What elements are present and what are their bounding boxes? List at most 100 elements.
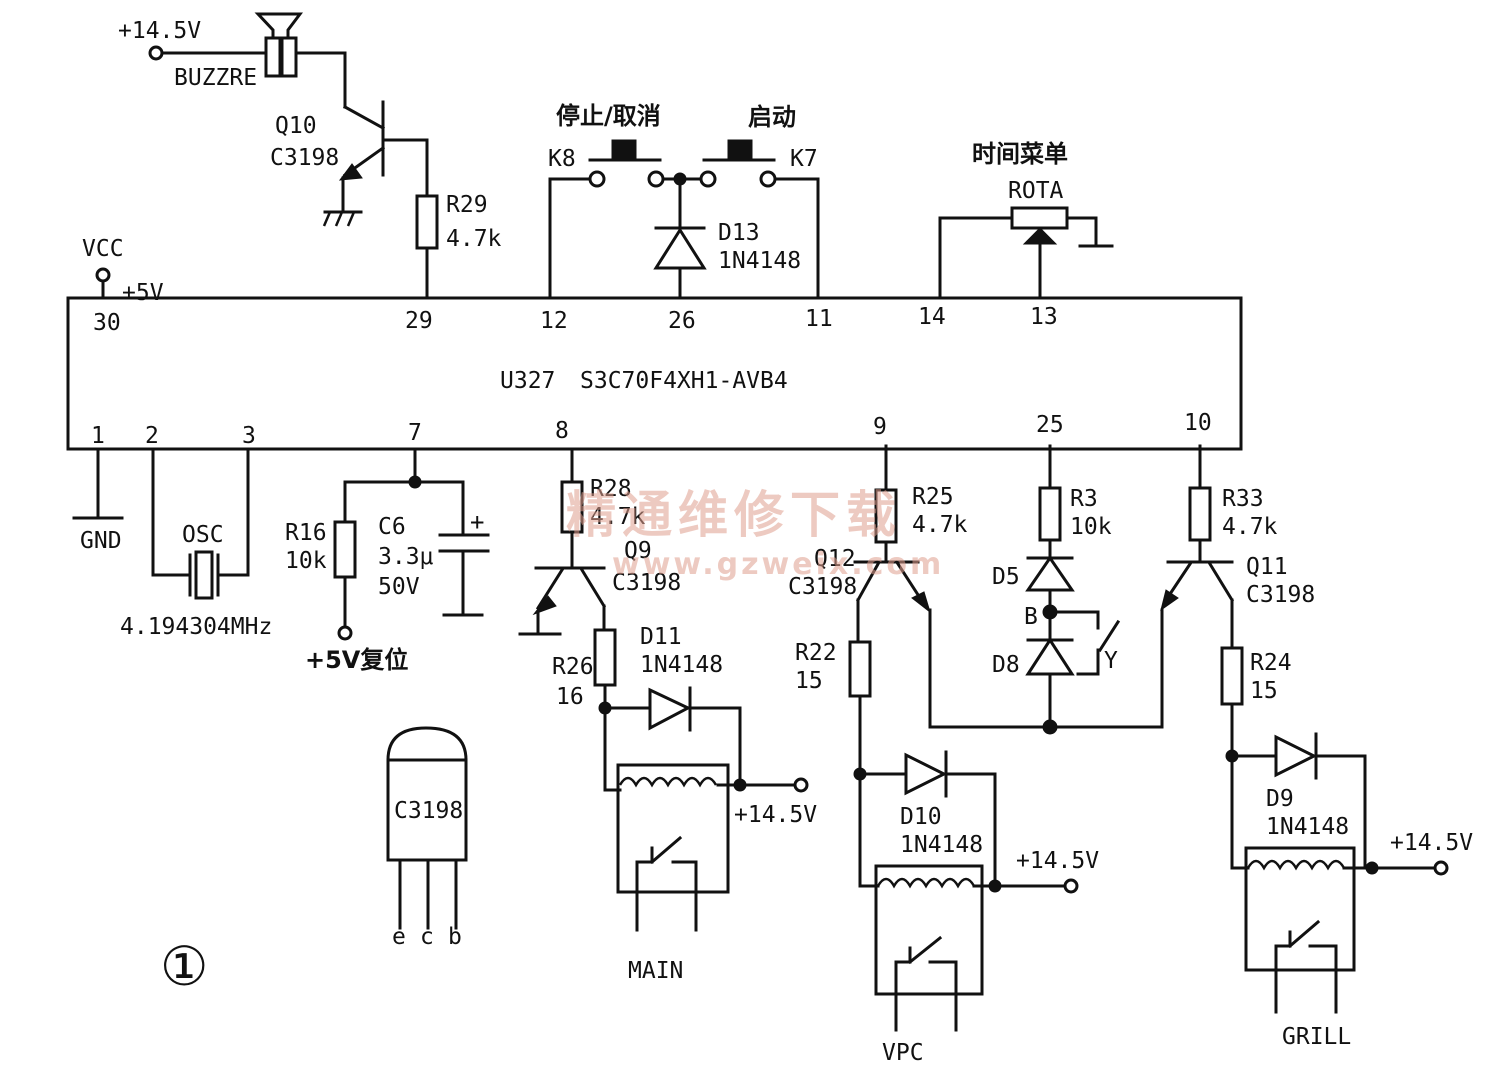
collector-pin-label: c	[420, 924, 434, 950]
rota-label: 时间菜单	[972, 140, 1068, 168]
d11-part: 1N4148	[640, 652, 723, 678]
watermark-chinese: 精通维修下载	[566, 485, 902, 544]
r26-ref: R26	[552, 654, 594, 680]
watermark-url: www.gzweix.com	[612, 547, 944, 582]
main-relay-driver: R28 4.7k Q9 C3198 R26 16 D11 1N4148 +1	[518, 447, 817, 984]
d9-ref: D9	[1266, 786, 1294, 812]
r3-value: 10k	[1070, 514, 1112, 540]
pin-3-label: 3	[242, 423, 256, 449]
ic-part-number: S3C70F4XH1-AVB4	[580, 368, 788, 394]
pin-11-label: 11	[805, 306, 833, 332]
gnd-connection: GND	[72, 447, 124, 554]
watermark: 精通维修下载 www.gzweix.com	[566, 485, 944, 582]
ic-u327: U327 S3C70F4XH1-AVB4 30 29 12 26 11 14 1…	[66, 296, 1243, 451]
c6-ref: C6	[378, 514, 406, 540]
r29-value: 4.7k	[446, 226, 502, 252]
pin-7-label: 7	[408, 420, 422, 446]
r22-value: 15	[795, 668, 823, 694]
pin-30-label: 30	[93, 310, 121, 336]
r22-ref: R22	[795, 640, 837, 666]
door-switch-circuit: R3 10k D5 B Y D8	[928, 444, 1164, 735]
pin-12-label: 12	[540, 308, 568, 334]
pin-13-label: 13	[1030, 304, 1058, 330]
q11-ref: Q11	[1246, 554, 1288, 580]
c6-plus: +	[470, 508, 484, 536]
start-label: 启动	[748, 103, 796, 131]
emitter-pin-label: e	[392, 924, 406, 950]
r28-value: 4.7k	[590, 504, 646, 530]
reset-label: +5V复位	[305, 646, 408, 674]
grill-relay-label: GRILL	[1282, 1024, 1351, 1050]
r25-value: 4.7k	[912, 512, 968, 538]
grill-relay-driver: R33 4.7k Q11 C3198 R24 15 D9 1N4148 +14.…	[1160, 444, 1473, 1050]
grill-supply-label: +14.5V	[1390, 830, 1473, 856]
c6-capacitance: 3.3μ	[378, 544, 434, 570]
r29-ref: R29	[446, 192, 488, 218]
main-supply-label: +14.5V	[734, 802, 817, 828]
pin-25-label: 25	[1036, 412, 1064, 438]
vpc-supply-label: +14.5V	[1016, 848, 1099, 874]
buzzer-supply-label: +14.5V	[118, 18, 201, 44]
k7-label: K7	[790, 146, 818, 172]
figure-number: ①	[160, 935, 208, 998]
q9-ref: Q9	[624, 538, 652, 564]
r28-ref: R28	[590, 476, 632, 502]
q10-part: C3198	[270, 145, 339, 171]
vpc-relay-driver: R25 4.7k Q12 C3198 R22 15 D10 1N4148 +14…	[788, 444, 1099, 1066]
d8-label: D8	[992, 652, 1020, 678]
c3198-package: C3198 e c b	[386, 726, 468, 950]
gnd-label: GND	[80, 528, 122, 554]
stop-cancel-label: 停止/取消	[556, 102, 661, 130]
r16-ref: R16	[285, 520, 327, 546]
package-part: C3198	[394, 798, 463, 824]
rota-ref: ROTA	[1008, 178, 1064, 204]
buzzer-label: BUZZRE	[174, 65, 257, 91]
vcc-label: VCC	[82, 236, 124, 262]
pin-9-label: 9	[873, 414, 887, 440]
q11-part: C3198	[1246, 582, 1315, 608]
d10-ref: D10	[900, 804, 942, 830]
d5-label: D5	[992, 564, 1020, 590]
q10-ref: Q10	[275, 113, 317, 139]
r24-ref: R24	[1250, 650, 1292, 676]
r3-ref: R3	[1070, 486, 1098, 512]
q9-part: C3198	[612, 570, 681, 596]
r26-value: 16	[556, 684, 584, 710]
r25-ref: R25	[912, 484, 954, 510]
buzzer-circuit: +14.5V BUZZRE Q10 C3198 R29 4.7k	[118, 12, 502, 300]
r33-ref: R33	[1222, 486, 1264, 512]
keys-circuit: 停止/取消 启动 K8 K7 D13 1N4148	[548, 102, 820, 300]
node-b-label: B	[1024, 604, 1038, 630]
pin-1-label: 1	[91, 423, 105, 449]
osc-ref: OSC	[182, 522, 224, 548]
reset-circuit: R16 10k +5V复位 + C6 3.3μ 50V	[285, 447, 490, 674]
oscillator: OSC 4.194304MHz	[120, 447, 272, 640]
vcc-terminal: VCC +5V	[82, 236, 164, 306]
r24-value: 15	[1250, 678, 1278, 704]
r16-value: 10k	[285, 548, 327, 574]
q12-part: C3198	[788, 574, 857, 600]
main-relay-label: MAIN	[628, 958, 683, 984]
c6-voltage: 50V	[378, 574, 420, 600]
d13-ref: D13	[718, 220, 760, 246]
r33-value: 4.7k	[1222, 514, 1278, 540]
pin-10-label: 10	[1184, 410, 1212, 436]
rotary-encoder: 时间菜单 ROTA	[938, 140, 1114, 300]
d9-part: 1N4148	[1266, 814, 1349, 840]
d10-part: 1N4148	[900, 832, 983, 858]
osc-frequency: 4.194304MHz	[120, 614, 272, 640]
plus5v-label: +5V	[122, 280, 164, 306]
node-y-label: Y	[1104, 648, 1118, 674]
d11-ref: D11	[640, 624, 682, 650]
pin-8-label: 8	[555, 418, 569, 444]
pin-26-label: 26	[668, 308, 696, 334]
pin-29-label: 29	[405, 308, 433, 334]
ic-ref: U327	[500, 368, 555, 394]
k8-label: K8	[548, 146, 576, 172]
pin-2-label: 2	[145, 423, 159, 449]
pin-14-label: 14	[918, 304, 946, 330]
q12-ref: Q12	[814, 546, 856, 572]
vpc-relay-label: VPC	[882, 1040, 924, 1066]
base-pin-label: b	[448, 924, 462, 950]
